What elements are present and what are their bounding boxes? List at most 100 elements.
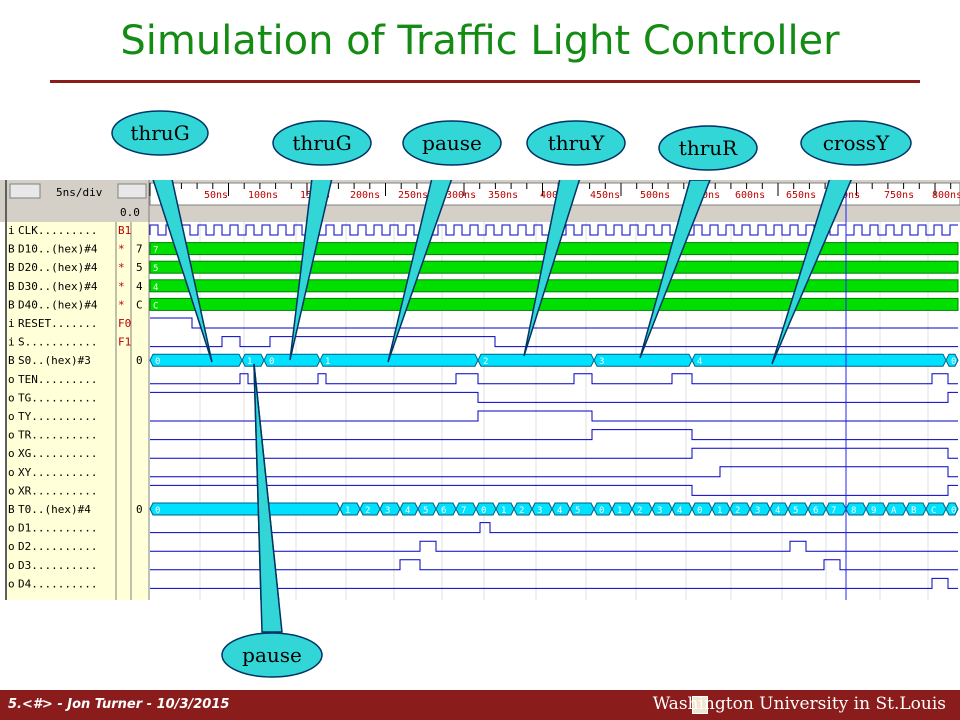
signal-name: D3..........: [18, 559, 97, 572]
bus-s0: [945, 353, 959, 367]
ruler-tick-label: 800ns: [932, 190, 960, 201]
bus-label: 0: [155, 506, 160, 516]
zoom-box-icon[interactable]: [117, 183, 147, 199]
xg-trace: [150, 447, 958, 459]
bus-t0: [769, 502, 789, 516]
signal-current: 7: [136, 243, 143, 256]
slide-footer: 5.<#> - Jon Turner - 10/3/2015 Washingto…: [0, 690, 960, 720]
signal-name: D20..(hex)#4: [18, 261, 98, 274]
bus-t0: [551, 502, 571, 516]
signal-name: S...........: [18, 336, 97, 349]
bus-t0: [455, 502, 477, 516]
callout-label: crossY: [823, 131, 890, 155]
bus-label: A: [891, 506, 897, 516]
signal-type: o: [8, 429, 15, 442]
signal-name: D2..........: [18, 540, 97, 553]
bus-label: 5: [153, 264, 158, 274]
signal-value: *: [118, 280, 125, 293]
ruler-tick-label: 400ns: [540, 190, 570, 201]
bus-label: 1: [501, 506, 506, 516]
signal-name: TR..........: [18, 429, 97, 442]
bus-t0: [593, 502, 613, 516]
signal-value: F1: [118, 336, 131, 349]
callout-bubble: [402, 120, 502, 166]
callout-pointer: [387, 180, 453, 363]
zoom-scale-icon[interactable]: [9, 183, 41, 199]
bus-t0: [749, 502, 771, 516]
signal-type: o: [8, 447, 15, 460]
tg-trace: [150, 391, 958, 403]
signal-name-pane: [6, 222, 116, 600]
bus-t0: [807, 502, 827, 516]
scale-label[interactable]: 5ns/div: [56, 186, 103, 199]
bus-label: 2: [735, 506, 740, 516]
signal-value: *: [118, 298, 125, 311]
signal-type: i: [8, 336, 15, 349]
title-divider: [50, 80, 920, 83]
ruler-tick-label: 500ns: [640, 190, 670, 201]
university-shield-icon: [692, 696, 708, 714]
bus-label: 4: [697, 357, 702, 367]
bus-label: 9: [871, 506, 876, 516]
bus-t0: [825, 502, 847, 516]
bus-label: 5: [575, 506, 580, 516]
signal-type: o: [8, 373, 15, 386]
signal-name: XY..........: [18, 466, 97, 479]
bus-label: 0: [951, 357, 956, 367]
bus-t0: [865, 502, 887, 516]
callout-bubble: [526, 120, 626, 166]
bus-label: 4: [775, 506, 780, 516]
bus-label: B: [911, 506, 916, 516]
signal-type: B: [8, 503, 15, 516]
bus-t0: [417, 502, 437, 516]
signal-name: XG..........: [18, 447, 97, 460]
bus-label: 3: [599, 357, 604, 367]
waveform-viewer[interactable]: 5ns/div 0.0 50ns100ns150ns200ns250ns300n…: [0, 180, 960, 600]
time-ruler[interactable]: 50ns100ns150ns200ns250ns300ns350ns400ns4…: [149, 182, 960, 206]
ruler-tick-label: 350ns: [488, 190, 518, 201]
ruler-tick-label: 250ns: [398, 190, 428, 201]
ruler-tick-label: 50ns: [204, 190, 228, 201]
bus-label: 2: [519, 506, 524, 516]
bus-t0: [729, 502, 751, 516]
footer-slide-info: 5.<#> - Jon Turner - 10/3/2015: [8, 697, 230, 712]
ruler-tick-label: 100ns: [248, 190, 278, 201]
signal-value: *: [118, 261, 125, 274]
bus-t0: [149, 502, 341, 516]
bus-label: C: [153, 301, 158, 311]
d2-trace: [150, 540, 958, 552]
bus-t0: [925, 502, 947, 516]
callout-bubble: [658, 125, 758, 171]
reset-trace: [150, 317, 958, 329]
bus-label: 8: [851, 506, 856, 516]
signal-value-pane: [116, 222, 131, 600]
bus-label: 1: [345, 506, 350, 516]
bus-label: 6: [813, 506, 818, 516]
signal-current: 4: [136, 280, 143, 293]
signal-current: 5: [136, 261, 143, 274]
bus-label: 4: [153, 283, 158, 293]
bus-t0: [569, 502, 595, 516]
signal-value: *: [118, 243, 125, 256]
ruler-tick-label: 750ns: [884, 190, 914, 201]
signal-current: C: [136, 298, 143, 311]
bus-t0: [631, 502, 653, 516]
xr-trace: [150, 484, 958, 496]
bus-t0: [359, 502, 381, 516]
footer-university: Washington University in St.Louis: [652, 694, 946, 714]
callout-bubble: [272, 120, 372, 166]
signal-name: TG..........: [18, 391, 97, 404]
bus-s0: [319, 353, 479, 367]
bus-d30: [149, 279, 959, 293]
bus-t0: [475, 502, 497, 516]
ruler-tick-label: 650ns: [786, 190, 816, 201]
callout-pointer: [523, 180, 581, 357]
signal-type: B: [8, 243, 15, 256]
bus-label: 2: [483, 357, 488, 367]
bus-label: 6: [441, 506, 446, 516]
callout-label: thruG: [130, 121, 189, 145]
signal-name: D1..........: [18, 522, 97, 535]
callout-bubble: [800, 120, 912, 166]
s-trace: [150, 336, 958, 348]
slide-title: Simulation of Traffic Light Controller: [120, 18, 840, 64]
